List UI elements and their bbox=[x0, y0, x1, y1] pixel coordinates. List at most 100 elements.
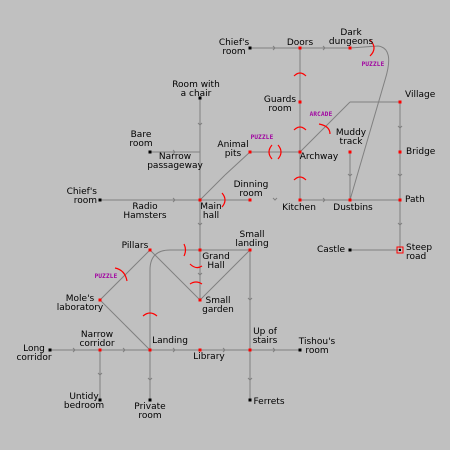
terminal-node bbox=[98, 198, 102, 202]
puzzle-tag-animal-pits: PUZZLE bbox=[250, 134, 274, 141]
room-label-path[interactable]: Path bbox=[405, 195, 425, 205]
corridor-tick bbox=[172, 197, 176, 203]
room-node bbox=[248, 198, 252, 202]
door-arc bbox=[114, 267, 128, 282]
room-label-private-room[interactable]: Private room bbox=[134, 402, 166, 421]
room-label-grand-hall[interactable]: Grand Hall bbox=[202, 252, 230, 271]
corridor-tick bbox=[272, 347, 276, 353]
terminal-node bbox=[198, 96, 202, 100]
room-node bbox=[98, 298, 102, 302]
room-label-archway[interactable]: Archway bbox=[299, 152, 339, 162]
corridor-tick bbox=[197, 222, 203, 226]
room-label-castle[interactable]: Castle bbox=[316, 245, 345, 255]
room-label-chiefs-room-left[interactable]: Chief's room bbox=[66, 187, 97, 206]
corridor-line bbox=[199, 274, 226, 301]
terminal-node bbox=[148, 398, 152, 402]
room-label-dustbins[interactable]: Dustbins bbox=[333, 203, 373, 213]
room-label-kitchen[interactable]: Kitchen bbox=[282, 203, 316, 213]
room-node bbox=[398, 150, 402, 154]
room-node bbox=[348, 150, 352, 154]
room-label-radio-hamsters[interactable]: Radio Hamsters bbox=[123, 202, 167, 221]
terminal-node bbox=[348, 248, 352, 252]
door-arc bbox=[189, 263, 203, 269]
corridor-line bbox=[174, 274, 201, 301]
door-arc bbox=[189, 281, 203, 285]
room-label-small-landing[interactable]: Small landing bbox=[235, 230, 269, 249]
door-arc bbox=[183, 243, 187, 257]
room-node bbox=[198, 348, 202, 352]
corridor-tick bbox=[222, 347, 226, 353]
room-label-pillars[interactable]: Pillars bbox=[121, 241, 149, 251]
door-arc bbox=[277, 144, 282, 160]
room-node bbox=[398, 100, 402, 104]
door-arc bbox=[293, 126, 307, 131]
room-label-moles-laboratory[interactable]: Mole's laboratory bbox=[56, 294, 104, 313]
terminal-node bbox=[98, 398, 102, 402]
room-node bbox=[98, 348, 102, 352]
room-label-tishous-room[interactable]: Tishou's room bbox=[298, 337, 336, 356]
current-location-marker bbox=[396, 246, 404, 254]
puzzle-tag-dungeons: PUZZLE bbox=[361, 61, 385, 68]
room-node bbox=[298, 100, 302, 104]
room-label-main-hall[interactable]: Main hall bbox=[200, 202, 222, 221]
corridor-tick bbox=[147, 377, 153, 381]
corridor-tick bbox=[322, 45, 326, 51]
current-location-dot bbox=[399, 249, 401, 251]
door-arc bbox=[293, 72, 307, 77]
room-node bbox=[298, 198, 302, 202]
room-label-dinning-room[interactable]: Dinning room bbox=[233, 180, 269, 199]
corridor-curve bbox=[349, 45, 390, 201]
room-label-village[interactable]: Village bbox=[405, 90, 436, 100]
room-node bbox=[298, 46, 302, 50]
corridor-tick bbox=[197, 272, 203, 276]
corridor-tick bbox=[247, 377, 253, 381]
corridor-line bbox=[99, 299, 126, 326]
corridor-line bbox=[299, 101, 351, 153]
corridor-tick bbox=[172, 149, 176, 155]
corridor-tick bbox=[172, 347, 176, 353]
room-node bbox=[248, 348, 252, 352]
door-arc bbox=[221, 192, 226, 208]
corridor-tick bbox=[272, 45, 276, 51]
door-arc bbox=[293, 176, 307, 181]
terminal-node bbox=[48, 348, 52, 352]
room-label-narrow-corridor[interactable]: Narrow corridor bbox=[79, 330, 115, 349]
room-label-untidy-bedroom[interactable]: Untidy bedroom bbox=[63, 392, 105, 411]
corridor-line bbox=[199, 174, 226, 201]
room-node bbox=[198, 248, 202, 252]
corridor-curve bbox=[149, 249, 200, 350]
room-label-bridge[interactable]: Bridge bbox=[406, 147, 436, 157]
room-label-guards-room[interactable]: Guards room bbox=[263, 95, 297, 114]
terminal-node bbox=[298, 348, 302, 352]
room-label-muddy-track[interactable]: Muddy track bbox=[335, 128, 367, 147]
room-label-dark-dungeons[interactable]: Dark dungeons bbox=[328, 28, 374, 47]
room-label-landing[interactable]: Landing bbox=[152, 336, 188, 346]
terminal-node bbox=[248, 398, 252, 402]
room-label-chiefs-room-top[interactable]: Chief's room bbox=[218, 38, 250, 57]
corridor-line bbox=[124, 324, 151, 351]
room-node bbox=[148, 248, 152, 252]
room-label-long-corridor[interactable]: Long corridor bbox=[16, 344, 52, 363]
corridor-line bbox=[224, 151, 251, 176]
room-node bbox=[298, 150, 302, 154]
room-label-doors[interactable]: Doors bbox=[286, 38, 314, 48]
room-node bbox=[248, 150, 252, 154]
room-node bbox=[398, 198, 402, 202]
door-arc bbox=[268, 144, 273, 160]
room-node bbox=[198, 298, 202, 302]
room-label-small-garden[interactable]: Small garden bbox=[202, 296, 234, 315]
room-label-ferrets[interactable]: Ferrets bbox=[253, 397, 285, 407]
room-label-bare-room[interactable]: Bare room bbox=[129, 130, 153, 149]
room-node bbox=[348, 198, 352, 202]
room-label-up-of-stairs[interactable]: Up of stairs bbox=[252, 327, 278, 346]
room-label-library[interactable]: Library bbox=[193, 352, 225, 362]
room-label-narrow-passageway[interactable]: Narrow passageway bbox=[147, 152, 203, 171]
room-label-steep-road[interactable]: Steep road bbox=[406, 243, 433, 262]
room-label-room-with-chair[interactable]: Room with a chair bbox=[172, 80, 220, 99]
arcade-tag-muddy-track: ARCADE bbox=[309, 111, 333, 118]
room-label-animal-pits[interactable]: Animal pits bbox=[217, 140, 249, 159]
door-arc bbox=[318, 123, 331, 135]
puzzle-tag-moles-laboratory: PUZZLE bbox=[94, 273, 118, 280]
corridor-line bbox=[224, 249, 251, 276]
